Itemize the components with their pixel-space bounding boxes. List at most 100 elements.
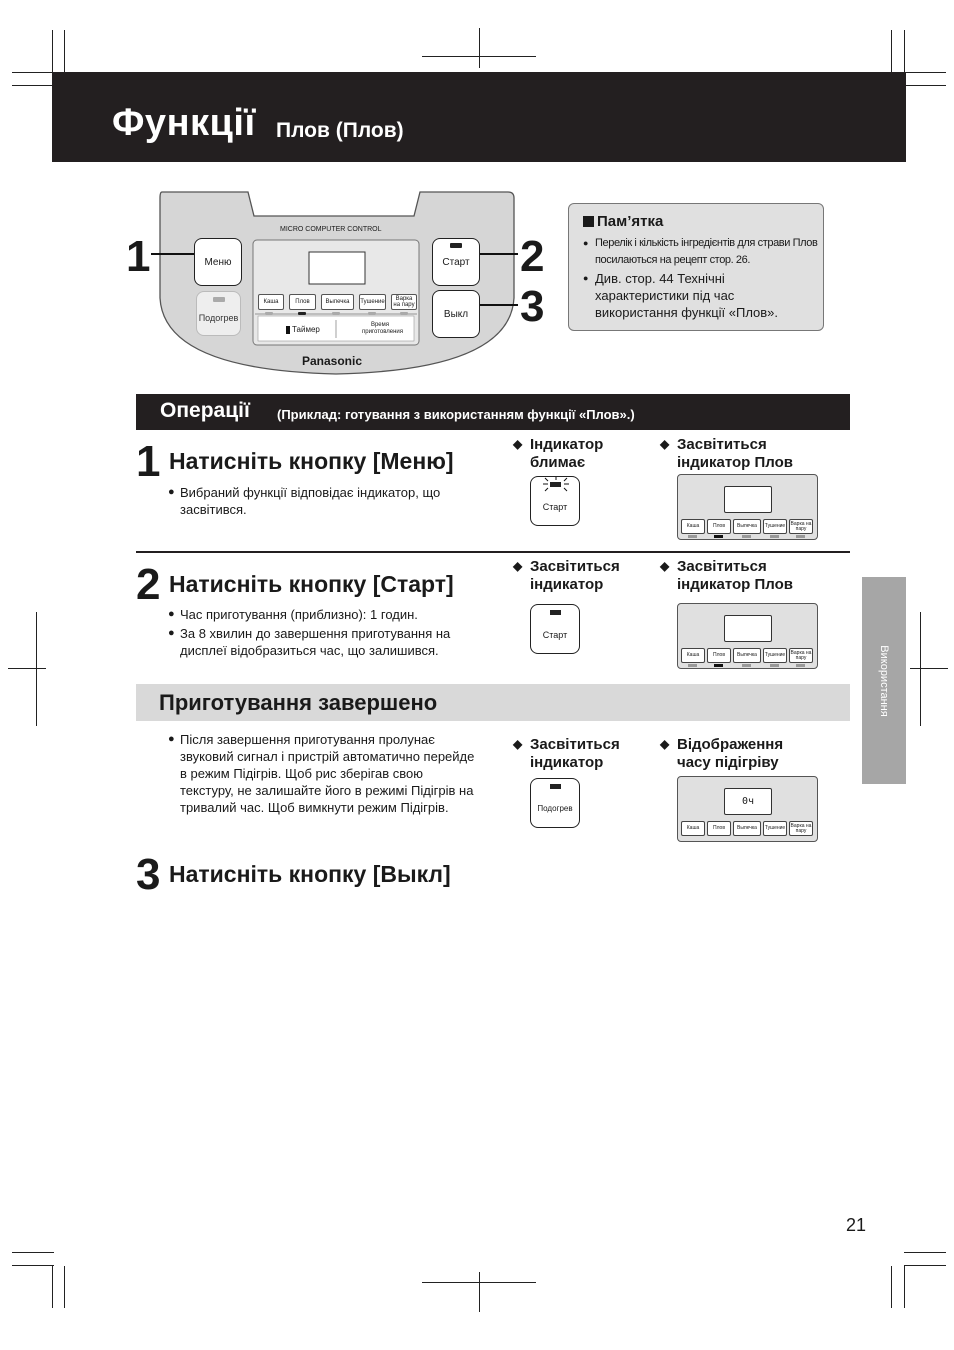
mini-menu-item: Тушение: [763, 821, 787, 836]
control-panel-illustration: MICRO COMPUTER CONTROL Меню Подогрев Ста…: [120, 188, 560, 383]
diamond-icon: ◆: [513, 559, 523, 573]
step-1-mini-panel: Каша Плов Выпечка Тушение Варка на пару: [677, 474, 818, 540]
panel-top-label: MICRO COMPUTER CONTROL: [280, 226, 382, 233]
panel-menu-steam[interactable]: Варка на пару: [391, 294, 417, 310]
start-button[interactable]: Старт: [432, 238, 480, 286]
mini-menu-item: Плов: [707, 519, 731, 534]
step-3-number: 3: [136, 850, 161, 899]
operations-subtitle: (Приклад: готування з використанням функ…: [277, 407, 635, 422]
panel-outline-graphic: [151, 191, 518, 375]
callout-1: 1: [126, 232, 151, 281]
mini-led: [796, 535, 805, 538]
memo-box: Пам’ятка ● Перелік і кількість інгредієн…: [568, 203, 824, 331]
menu-led: [368, 312, 376, 315]
panel-menu-tushenie[interactable]: Тушение: [359, 294, 386, 310]
page-number: 21: [846, 1215, 867, 1235]
memo-item: ● Див. стор. 44 Технічні характеристики …: [583, 271, 779, 320]
side-section-tab: Використання: [862, 577, 906, 784]
step-2-left-indicator: ◆ Засвітиться індикатор: [513, 558, 620, 593]
operations-title: Операції: [160, 399, 250, 422]
panel-menu-plov[interactable]: Плов: [289, 294, 316, 310]
brand-logo: Panasonic: [302, 354, 363, 368]
bullet-icon: ●: [583, 238, 589, 248]
mini-menu-item: Варка на пару: [789, 648, 813, 663]
step-2-bullet: ● За 8 хвилин до завершення приготування…: [168, 626, 451, 658]
callout-2: 2: [520, 232, 545, 281]
keep-warm-button-label: Подогрев: [198, 312, 239, 323]
menu-led: [400, 312, 408, 315]
mini-led: [742, 664, 751, 667]
completion-right-indicator: ◆ Відображення часу підігріву: [660, 736, 784, 771]
completion-keep-warm-button: Подогрев: [530, 778, 580, 828]
step-1-start-button: Старт: [530, 476, 580, 526]
completion-header: Приготування завершено: [136, 684, 850, 721]
mini-menu-item: Каша: [681, 648, 705, 663]
panel-menu-kasha[interactable]: Каша: [258, 294, 284, 310]
step-1-title: Натисніть кнопку [Меню]: [169, 448, 454, 474]
timer-led: [286, 326, 290, 334]
operations-header: Операції (Приклад: готування з використа…: [136, 394, 850, 430]
mini-menu-item: Выпечка: [733, 648, 761, 663]
step-1-right-indicator: ◆ Засвітиться індикатор Плов: [660, 436, 793, 471]
mini-menu-item: Каша: [681, 821, 705, 836]
step-1-number: 1: [136, 437, 161, 486]
bullet-icon: ●: [168, 608, 175, 620]
page-header: Функції Плов (Плов): [52, 72, 906, 162]
step-1-bullet: ● Вибраний функції відповідає індикатор,…: [168, 485, 441, 517]
bullet-icon: ●: [583, 273, 589, 283]
diamond-icon: ◆: [513, 437, 523, 451]
keep-warm-button[interactable]: Подогрев: [196, 291, 241, 336]
mini-menu-item: Тушение: [763, 648, 787, 663]
completion-title: Приготування завершено: [159, 690, 438, 715]
mini-menu-item: Плов: [707, 821, 731, 836]
completion-left-indicator: ◆ Засвітиться індикатор: [513, 736, 620, 771]
blinking-led: [550, 482, 561, 487]
mini-display: [724, 486, 772, 513]
keep-warm-led: [213, 297, 225, 302]
diamond-icon: ◆: [513, 737, 523, 751]
step-2-mini-panel: Каша Плов Выпечка Тушение Варка на пару: [677, 603, 818, 669]
mini-menu-item: Выпечка: [733, 821, 761, 836]
bullet-icon: ●: [168, 627, 175, 639]
menu-button-label: Меню: [204, 256, 232, 268]
mini-led: [770, 664, 779, 667]
step-2-title: Натисніть кнопку [Старт]: [169, 571, 454, 597]
mini-display: 0ч: [724, 788, 772, 815]
step-1-left-indicator: ◆ Індикатор блимає: [513, 436, 604, 471]
step-3-title: Натисніть кнопку [Выкл]: [169, 861, 451, 887]
mini-led: [742, 535, 751, 538]
mini-display: [724, 615, 772, 642]
mini-led-active: [714, 664, 723, 667]
menu-button[interactable]: Меню: [194, 238, 242, 286]
lit-led: [550, 610, 561, 615]
memo-title: Пам’ятка: [583, 213, 663, 230]
step-2-bullet: ● Час приготування (приблизно): 1 годин.: [168, 607, 418, 622]
lit-led: [550, 784, 561, 789]
step-2-right-indicator: ◆ Засвітиться індикатор Плов: [660, 558, 793, 593]
menu-led-active: [298, 312, 306, 315]
mini-menu-item: Плов: [707, 648, 731, 663]
page-title: Функції: [112, 102, 256, 144]
cook-time-button-label[interactable]: Время приготовления: [362, 322, 404, 335]
bullet-icon: ●: [168, 486, 175, 498]
mini-led: [770, 535, 779, 538]
mini-led: [796, 664, 805, 667]
start-button-label: Старт: [442, 256, 470, 268]
callout-3: 3: [520, 282, 545, 331]
bullet-icon: ●: [168, 733, 175, 745]
timer-button-label[interactable]: Таймер: [292, 325, 320, 334]
mini-menu-item: Варка на пару: [789, 821, 813, 836]
step-2-start-button: Старт: [530, 604, 580, 654]
memo-item: ● Перелік і кількість інгредієнтів для с…: [583, 237, 818, 266]
mini-led-active: [714, 535, 723, 538]
menu-led: [265, 312, 273, 315]
mini-menu-item: Варка на пару: [789, 519, 813, 534]
off-button[interactable]: Выкл: [432, 290, 480, 338]
mini-led: [688, 664, 697, 667]
square-icon: [583, 216, 594, 227]
menu-led: [332, 312, 340, 315]
panel-menu-vypechka[interactable]: Выпечка: [321, 294, 354, 310]
completion-bullet: ● Після завершення приготування пролунає…: [168, 732, 475, 815]
diamond-icon: ◆: [660, 737, 670, 751]
keep-warm-time-readout: 0ч: [741, 796, 755, 807]
